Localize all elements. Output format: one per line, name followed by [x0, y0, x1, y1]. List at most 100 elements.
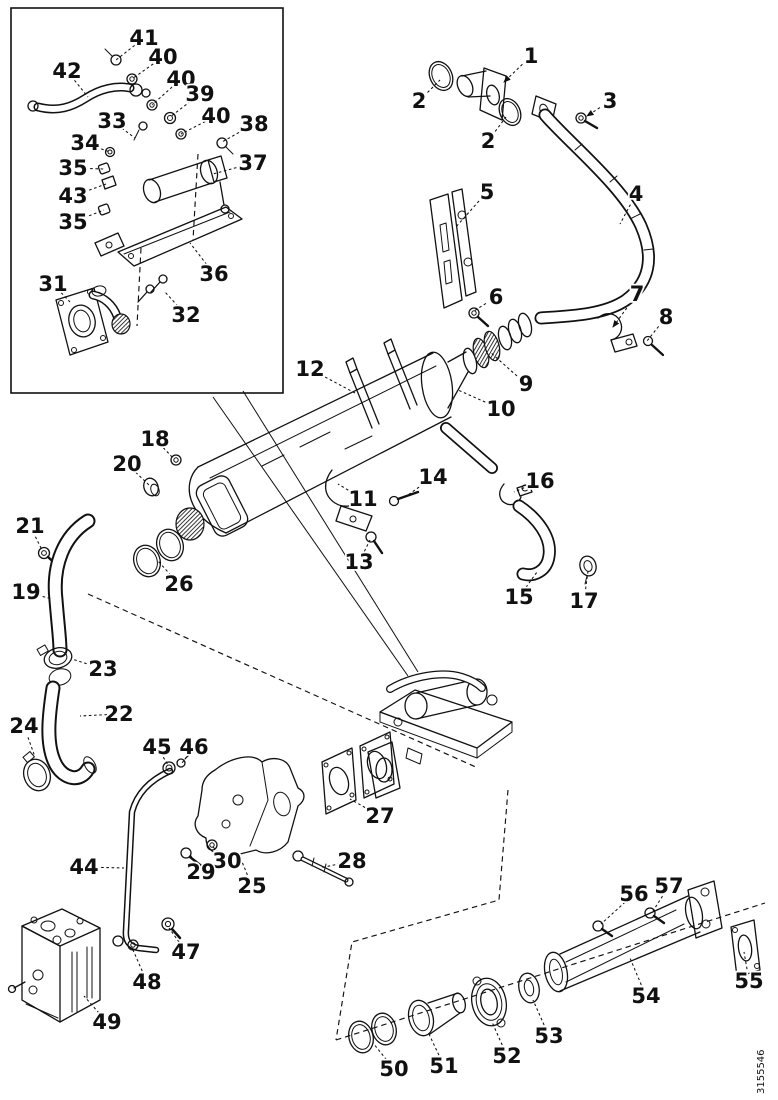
leader-line-49 — [83, 995, 100, 1014]
callout-51: 51 — [429, 1054, 458, 1078]
leader-line-12 — [320, 374, 356, 394]
callout-53: 53 — [534, 1024, 563, 1048]
callout-30: 30 — [212, 849, 241, 873]
inset-bracket-36 — [94, 153, 243, 327]
leader-line-34 — [96, 146, 111, 153]
washer-53 — [518, 972, 540, 1004]
leader-line-27 — [349, 798, 370, 811]
callout-13: 13 — [344, 550, 373, 574]
callout-47: 47 — [171, 940, 200, 964]
callout-42: 42 — [52, 59, 81, 83]
callout-35: 35 — [58, 210, 87, 234]
leader-line-22 — [79, 714, 108, 717]
flange-housing-52 — [470, 976, 508, 1028]
leader-line-18 — [162, 447, 174, 459]
callout-17: 17 — [569, 589, 598, 613]
gaskets-27 — [321, 731, 395, 815]
inset-detail-box — [10, 7, 284, 394]
callout-29: 29 — [186, 860, 215, 884]
callout-49: 49 — [92, 1010, 121, 1034]
inset-hardware — [97, 48, 234, 216]
assembled-cooler-view — [367, 670, 513, 799]
callout-31: 31 — [38, 272, 67, 296]
fittings-47-48 — [127, 917, 182, 951]
mount-bracket-5 — [429, 188, 477, 309]
callout-45: 45 — [142, 735, 171, 759]
callout-34: 34 — [70, 131, 99, 155]
callout-26: 26 — [164, 572, 193, 596]
callout-21: 21 — [15, 514, 44, 538]
callout-11: 11 — [348, 487, 377, 511]
bolts-56-57 — [592, 907, 666, 938]
callout-56: 56 — [619, 882, 648, 906]
leader-line-32 — [164, 291, 179, 307]
coolant-tube-44 — [112, 751, 193, 954]
elbow-hose-15 — [512, 499, 556, 582]
leader-line-43 — [84, 183, 107, 193]
leader-line-6 — [473, 302, 487, 312]
leader-line-8 — [646, 326, 660, 342]
elbow-hose-22 — [41, 680, 97, 786]
cone-adapter-51 — [407, 992, 466, 1037]
leader-line-56 — [600, 901, 626, 925]
leader-line-1 — [503, 63, 523, 83]
adapter-casting-25 — [194, 756, 305, 857]
callout-39: 39 — [185, 82, 214, 106]
inset-hose-42 — [27, 82, 151, 114]
callout-1: 1 — [524, 44, 539, 68]
callout-38: 38 — [239, 112, 268, 136]
callout-16: 16 — [525, 469, 554, 493]
leader-line-23 — [71, 658, 92, 666]
callout-25: 25 — [237, 874, 266, 898]
callout-2: 2 — [412, 89, 427, 113]
leader-line-41 — [115, 44, 135, 61]
leader-lines — [27, 44, 748, 1061]
callout-3: 3 — [603, 89, 618, 113]
inlet-fitting-group — [428, 60, 599, 130]
fitting-17 — [579, 555, 597, 585]
callout-9: 9 — [519, 372, 534, 396]
callout-14: 14 — [418, 465, 447, 489]
bolt-6 — [468, 307, 490, 328]
leader-line-29 — [188, 852, 196, 863]
leader-line-5 — [454, 200, 480, 229]
leader-line-51 — [427, 1031, 440, 1056]
callout-44: 44 — [69, 855, 98, 879]
leader-line-45 — [162, 756, 169, 766]
callout-54: 54 — [631, 984, 660, 1008]
callout-4: 4 — [629, 182, 644, 206]
callout-50: 50 — [379, 1057, 408, 1081]
venturi-tube-54 — [543, 880, 723, 993]
callout-5: 5 — [480, 180, 495, 204]
leader-line-35 — [84, 209, 105, 219]
leader-line-39 — [169, 100, 191, 118]
pipe-clamp-7 — [597, 313, 638, 353]
figure-number: 3155546 — [756, 1049, 767, 1094]
callout-8: 8 — [659, 305, 674, 329]
callout-6: 6 — [489, 285, 504, 309]
leader-line-36 — [189, 242, 208, 265]
inset-reservoir-37 — [142, 155, 230, 214]
leader-line-40 — [151, 86, 173, 106]
bolt-8 — [642, 335, 665, 357]
callout-40: 40 — [166, 67, 195, 91]
callout-37: 37 — [238, 151, 267, 175]
leader-line-28 — [319, 863, 341, 869]
leader-line-48 — [132, 949, 143, 972]
leader-line-35 — [84, 167, 105, 170]
callout-27: 27 — [365, 804, 394, 828]
leader-line-40 — [131, 63, 154, 80]
leader-line-4 — [619, 204, 631, 225]
leader-line-9 — [489, 351, 518, 377]
callout-33: 33 — [97, 109, 126, 133]
hose-clamp-23 — [36, 644, 73, 686]
leader-line-31 — [60, 292, 71, 303]
leader-line-53 — [532, 999, 545, 1026]
callout-35: 35 — [58, 156, 87, 180]
o-rings-50 — [348, 1012, 397, 1054]
leader-line-21 — [34, 536, 43, 551]
leader-line-24 — [27, 737, 36, 758]
bolt-29-washer-30 — [180, 839, 218, 870]
